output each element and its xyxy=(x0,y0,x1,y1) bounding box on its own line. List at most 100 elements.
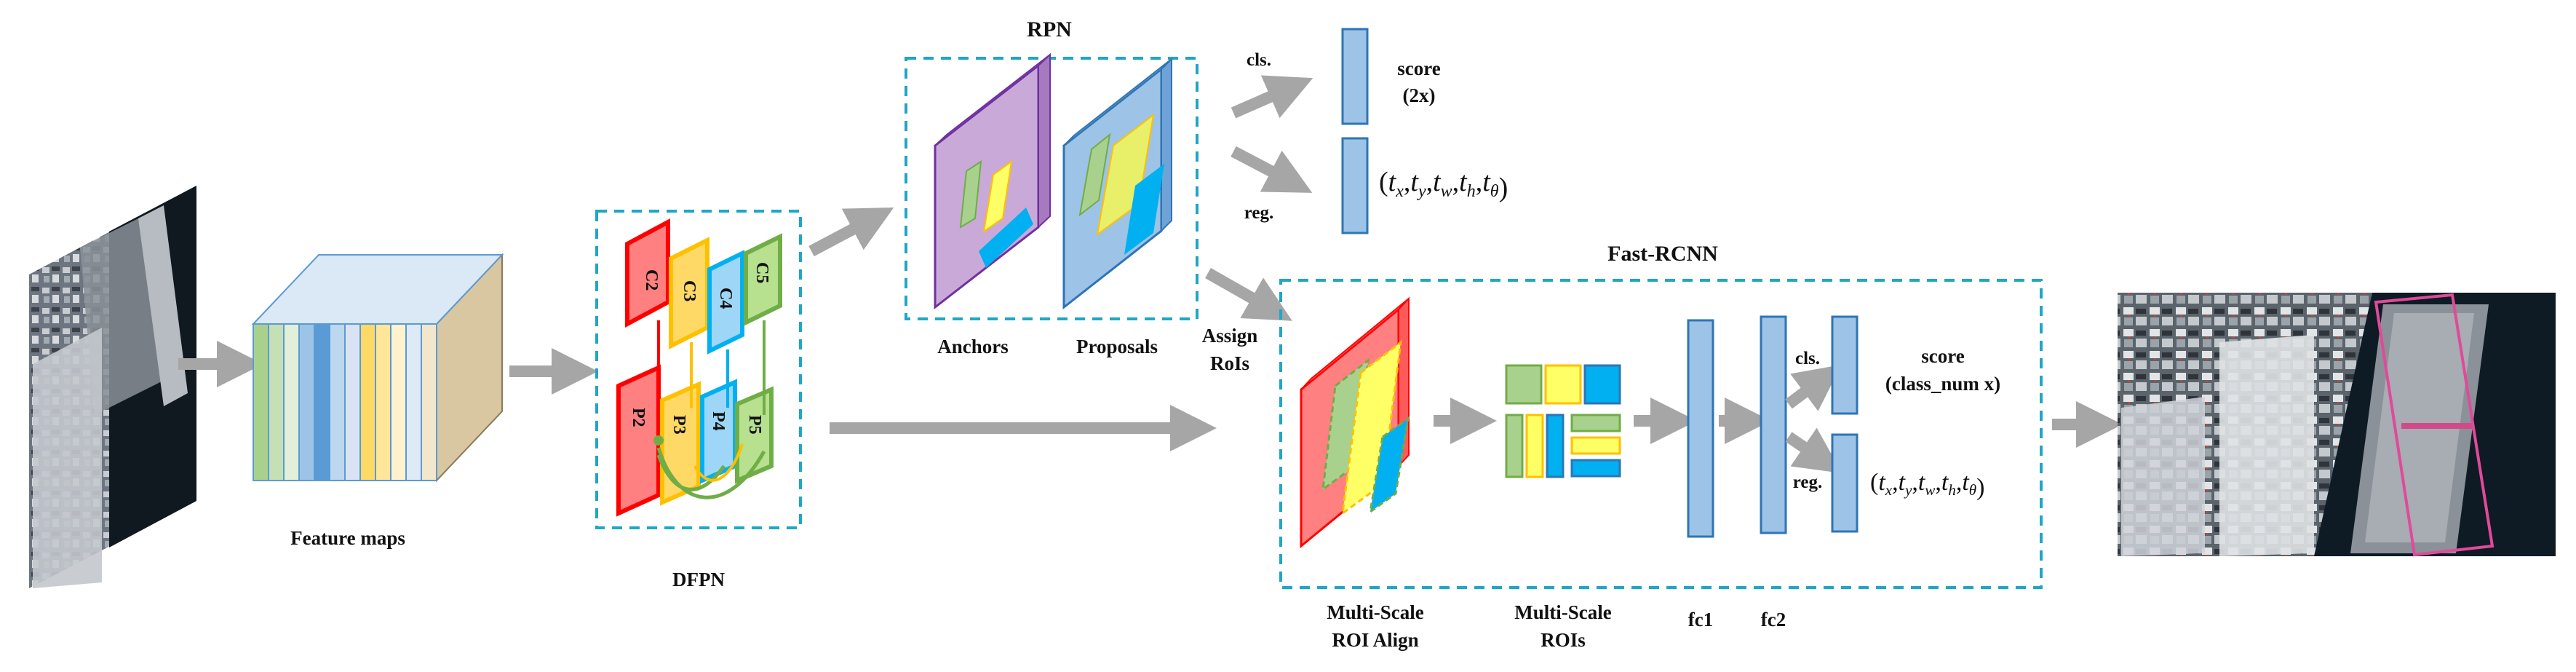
rpn-label: RPN xyxy=(1027,17,1072,41)
feature-map-slice xyxy=(283,323,300,481)
fast-score-label: score xyxy=(1921,345,1964,367)
formula-open-paren: ( xyxy=(1870,469,1878,496)
formula-separator: , xyxy=(1892,469,1899,496)
feature-map-slice xyxy=(359,323,376,481)
dfpn-pyramid xyxy=(616,218,782,517)
p4-label: P4 xyxy=(709,411,728,431)
proposals-map xyxy=(1062,57,1172,310)
formula-subscript: y xyxy=(1417,182,1426,201)
arrow-fast-reg xyxy=(1785,427,1842,474)
formula-subscript: x xyxy=(1395,182,1404,201)
formula-separator: , xyxy=(1956,469,1963,496)
formula-term: t xyxy=(1941,469,1949,496)
formula-subscript: θ xyxy=(1969,481,1976,499)
fast-rcnn-label: Fast-RCNN xyxy=(1607,242,1718,266)
rpn-score-bar xyxy=(1341,28,1369,125)
roi-align-map xyxy=(1300,296,1410,549)
fc1-label: fc1 xyxy=(1688,609,1713,631)
rpn-score-label: score xyxy=(1397,58,1440,79)
feature-map-slice xyxy=(268,323,285,481)
multi-scale-rois xyxy=(1505,364,1621,478)
assign-rois-label-1: Assign xyxy=(1202,325,1258,347)
c5-layer xyxy=(744,233,782,326)
c2-layer xyxy=(625,218,670,328)
p2-label: P2 xyxy=(629,408,648,427)
formula-separator: , xyxy=(1426,167,1434,197)
p4-layer xyxy=(700,379,737,484)
rpn-reg-bar xyxy=(1341,137,1369,234)
formula-subscript: w xyxy=(1925,481,1935,499)
formula-term: t xyxy=(1388,167,1397,197)
formula-separator: , xyxy=(1912,469,1918,496)
feature-map-slice xyxy=(390,323,407,481)
p2-layer xyxy=(616,364,661,517)
formula-term: t xyxy=(1410,167,1419,197)
detection-rotated-box xyxy=(2374,293,2494,557)
roi-align-label-1: Multi-Scale xyxy=(1327,601,1423,623)
feature-maps-label: Feature maps xyxy=(290,527,405,549)
c3-label: C3 xyxy=(680,280,699,301)
rpn-box xyxy=(905,57,1198,320)
fast-rcnn-box xyxy=(1279,279,2043,589)
formula-separator: , xyxy=(1452,167,1460,197)
fast-reg-bar xyxy=(1831,433,1859,533)
arrow-fast-cls xyxy=(1785,364,1842,411)
fc2-bar xyxy=(1760,315,1787,534)
feature-map-slice xyxy=(344,323,361,481)
formula-term: t xyxy=(1482,167,1491,197)
dfpn-label: DFPN xyxy=(672,569,725,590)
feature-map-slice xyxy=(375,323,391,481)
input-satellite-image xyxy=(29,186,196,588)
formula-subscript: h xyxy=(1467,182,1476,201)
roi-align-label-2: ROI Align xyxy=(1332,629,1418,651)
output-detection-image xyxy=(2118,293,2556,557)
formula-open-paren: ( xyxy=(1379,167,1388,197)
formula-term: t xyxy=(1962,469,1970,496)
formula-separator: , xyxy=(1404,167,1411,197)
fast-score-sub-label: (class_num x) xyxy=(1885,373,2000,395)
anchors-map xyxy=(934,52,1051,310)
formula-subscript: y xyxy=(1904,481,1912,499)
multi-scale-rois-label-1: Multi-Scale xyxy=(1514,601,1611,623)
fast-cls-label: cls. xyxy=(1795,349,1820,368)
formula-term: t xyxy=(1878,469,1886,496)
assign-rois-label-2: RoIs xyxy=(1210,352,1249,374)
formula-term: t xyxy=(1433,167,1442,197)
rpn-reg-label: reg. xyxy=(1244,203,1274,223)
feature-maps-stack xyxy=(251,253,504,483)
proposals-label: Proposals xyxy=(1076,336,1158,357)
c5-label: C5 xyxy=(752,262,771,283)
c2-label: C2 xyxy=(642,269,661,290)
rpn-cls-label: cls. xyxy=(1247,50,1271,70)
p3-label: P3 xyxy=(669,415,688,435)
fast-reg-label: reg. xyxy=(1793,473,1823,492)
feature-map-slice xyxy=(405,323,422,481)
feature-map-slice xyxy=(314,323,330,481)
dfpn-box xyxy=(595,210,802,529)
formula-separator: , xyxy=(1935,469,1941,496)
feature-map-slice xyxy=(298,323,315,481)
fc1-bar xyxy=(1687,319,1714,538)
feature-map-slice xyxy=(253,323,269,481)
rpn-reg-formula: (tx,ty,tw,th,tθ) xyxy=(1379,167,1508,203)
feature-map-slice xyxy=(329,323,346,481)
multi-scale-rois-label-2: ROIs xyxy=(1541,629,1586,651)
dfpn-layer-labels: C2 C3 C4 C5 P2 P3 P4 P5 xyxy=(629,262,771,435)
arrow-dfpn-to-rpn xyxy=(808,207,894,257)
arrow-assign-rois xyxy=(1205,268,1292,321)
fast-score-bar xyxy=(1831,315,1859,415)
formula-separator: , xyxy=(1476,167,1483,197)
formula-subscript: w xyxy=(1441,182,1452,201)
c4-label: C4 xyxy=(716,288,735,309)
anchors-label: Anchors xyxy=(937,336,1009,357)
p5-label: P5 xyxy=(745,415,764,435)
arrow-rpn-reg xyxy=(1231,146,1313,193)
feature-map-slice xyxy=(421,323,437,481)
rpn-score-sub-label: (2x) xyxy=(1403,84,1436,106)
formula-term: t xyxy=(1918,469,1926,496)
formula-subscript: x xyxy=(1885,481,1893,499)
formula-close-paren: ) xyxy=(1976,474,1984,501)
formula-term: t xyxy=(1459,167,1468,197)
formula-subscript: θ xyxy=(1490,182,1499,201)
